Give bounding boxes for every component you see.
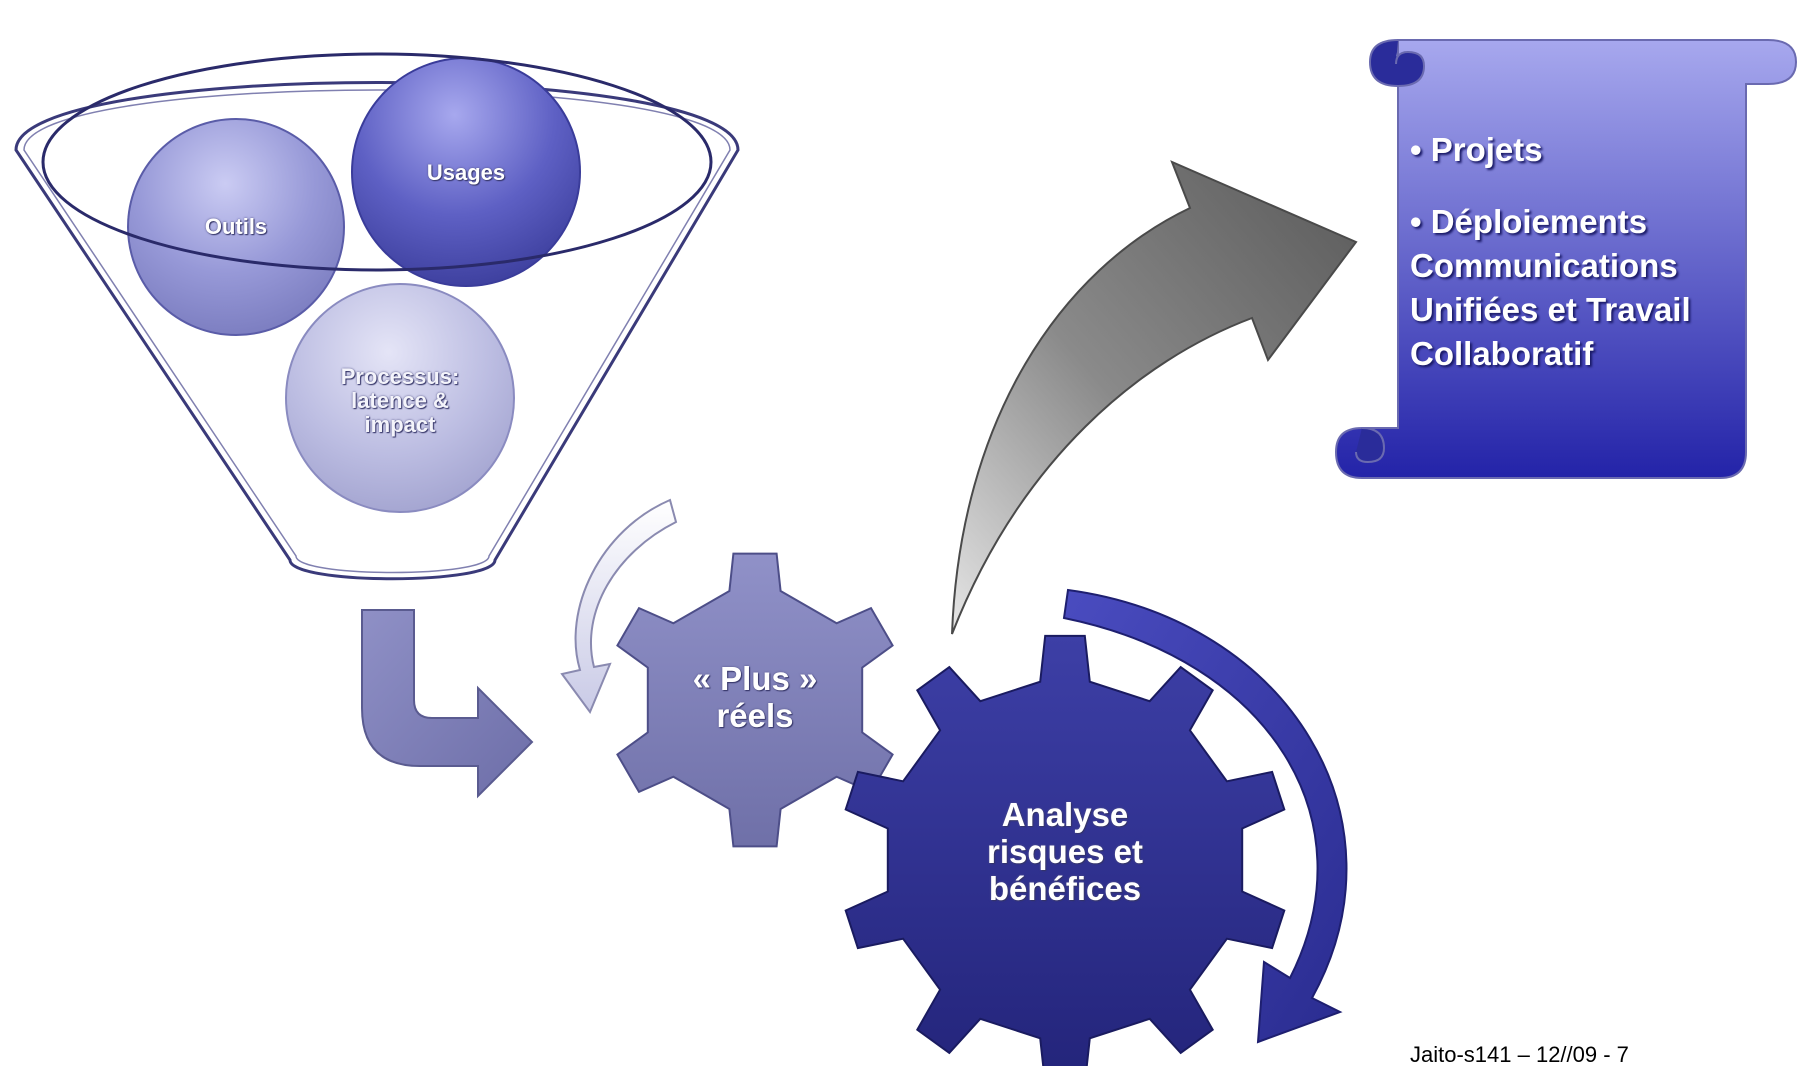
- process-label-line-1: Processus:: [340, 364, 460, 389]
- process-label-line-2: latence &: [351, 388, 449, 413]
- large-gear-label: Analyse risques et bénéfices: [950, 796, 1180, 907]
- large-gear-label-line-2: risques et: [987, 833, 1143, 870]
- small-gear-label: « Plus » réels: [660, 660, 850, 734]
- cycle-arrow: [1062, 588, 1348, 1044]
- scroll-banner: [1334, 39, 1798, 479]
- small-gear-label-line-2: réels: [716, 697, 794, 734]
- large-gear-label-line-3: bénéfices: [988, 870, 1142, 907]
- scroll-body: [1334, 39, 1798, 479]
- usages-label: Usages: [426, 160, 506, 185]
- tools-label: Outils: [204, 214, 268, 239]
- elbow-arrow: [361, 609, 534, 799]
- small-gear: [616, 552, 894, 848]
- output-arrow: [951, 160, 1358, 635]
- large-gear: [844, 634, 1286, 1066]
- process-label: Processus: latence & impact: [320, 365, 480, 437]
- slide-footer: Jaito-s141 – 12//09 - 7: [1410, 1042, 1629, 1067]
- feedback-arrow: [560, 498, 678, 715]
- process-circle: [285, 283, 515, 513]
- small-gear-label-line-1: « Plus »: [692, 660, 818, 697]
- large-gear-label-line-1: Analyse: [1001, 796, 1129, 833]
- funnel-rim: [41, 52, 713, 272]
- scroll-bottom-curl: [1355, 427, 1386, 464]
- scroll-top-curl: [1368, 39, 1426, 88]
- scroll-item-projects: • Projets: [1410, 131, 1543, 168]
- tools-circle: [127, 118, 345, 336]
- scroll-item-deployments: • Déploiements Communications Unifiées e…: [1410, 203, 1691, 372]
- process-label-line-3: impact: [364, 412, 436, 437]
- scroll-text: • Projets • Déploiements Communications …: [1410, 128, 1770, 404]
